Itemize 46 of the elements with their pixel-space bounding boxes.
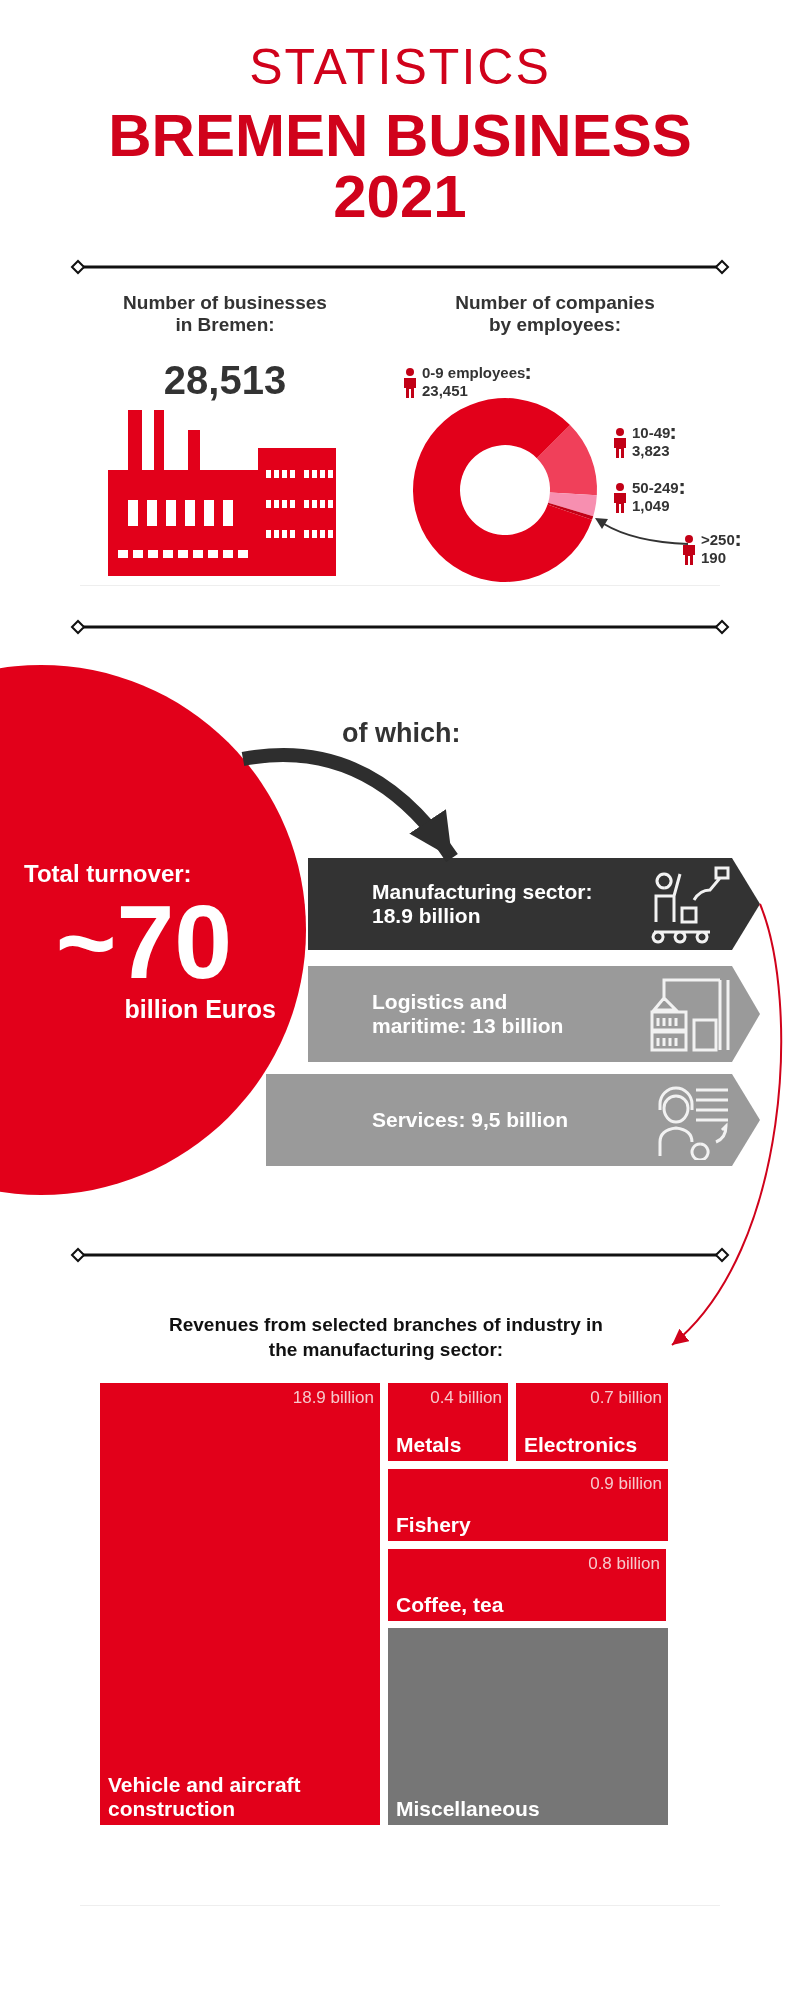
treemap-tile	[388, 1469, 668, 1541]
banner-text: Manufacturing sector: 18.9 billion	[372, 879, 594, 929]
value-label: 0.7 billion	[590, 1388, 662, 1408]
category-label: 50-249	[632, 479, 679, 497]
value-label: 0.4 billion	[430, 1388, 502, 1408]
curved-arrow	[242, 748, 458, 863]
treemap-tile	[388, 1549, 666, 1621]
donut-slice	[548, 492, 597, 517]
banner-text: Services: 9,5 billion	[372, 1107, 570, 1133]
data-label: 3,823	[632, 442, 671, 460]
treemap-tile	[388, 1628, 668, 1825]
tile-label: Metals	[396, 1432, 463, 1457]
value-label: 18.9 billion	[292, 1388, 374, 1408]
category-label: 10-49	[632, 424, 671, 442]
tile-label: Miscellaneous	[396, 1796, 541, 1821]
donut-slice	[413, 398, 593, 582]
chart-title: Number of companies by employees:	[454, 292, 656, 336]
category-label: >250	[701, 531, 735, 549]
data-label: 190	[701, 549, 728, 567]
donut-slice	[536, 424, 597, 496]
treemap-tile	[516, 1383, 668, 1461]
data-label: 23,451	[422, 382, 469, 400]
unit-text: billion Euros	[123, 995, 276, 1024]
data-label: 1,049	[632, 497, 671, 515]
tile-label: Fishery	[396, 1512, 472, 1537]
heading-text: STATISTICS	[248, 38, 552, 96]
category-label: 0-9 employees	[422, 364, 526, 382]
treemap-tile	[388, 1383, 508, 1461]
tile-label: Vehicle and aircraft construction	[108, 1772, 302, 1821]
sector-banner	[308, 858, 760, 950]
tile-label: Coffee, tea	[396, 1592, 505, 1617]
sector-banner	[266, 1074, 760, 1166]
heading-text: Total turnover:	[24, 860, 193, 888]
arrow	[671, 903, 783, 1346]
chart-title: Revenues from selected branches of industry in the manufacturing sector:	[168, 1313, 604, 1362]
value-label: 0.9 billion	[590, 1474, 662, 1494]
banner-text: Logistics and maritime: 13 billion	[372, 989, 565, 1039]
tile-label: Electronics	[524, 1432, 639, 1457]
sector-banner	[308, 966, 760, 1062]
value-label: 0.8 billion	[588, 1554, 660, 1574]
big-number: ~70	[54, 890, 234, 994]
donut-slice	[547, 502, 594, 520]
treemap-tile	[100, 1383, 380, 1825]
main-title: BREMEN BUSINESS 2021	[107, 105, 693, 228]
stat-caption: Number of businesses in Bremen:	[122, 292, 328, 336]
stat-number: 28,513	[162, 358, 288, 403]
